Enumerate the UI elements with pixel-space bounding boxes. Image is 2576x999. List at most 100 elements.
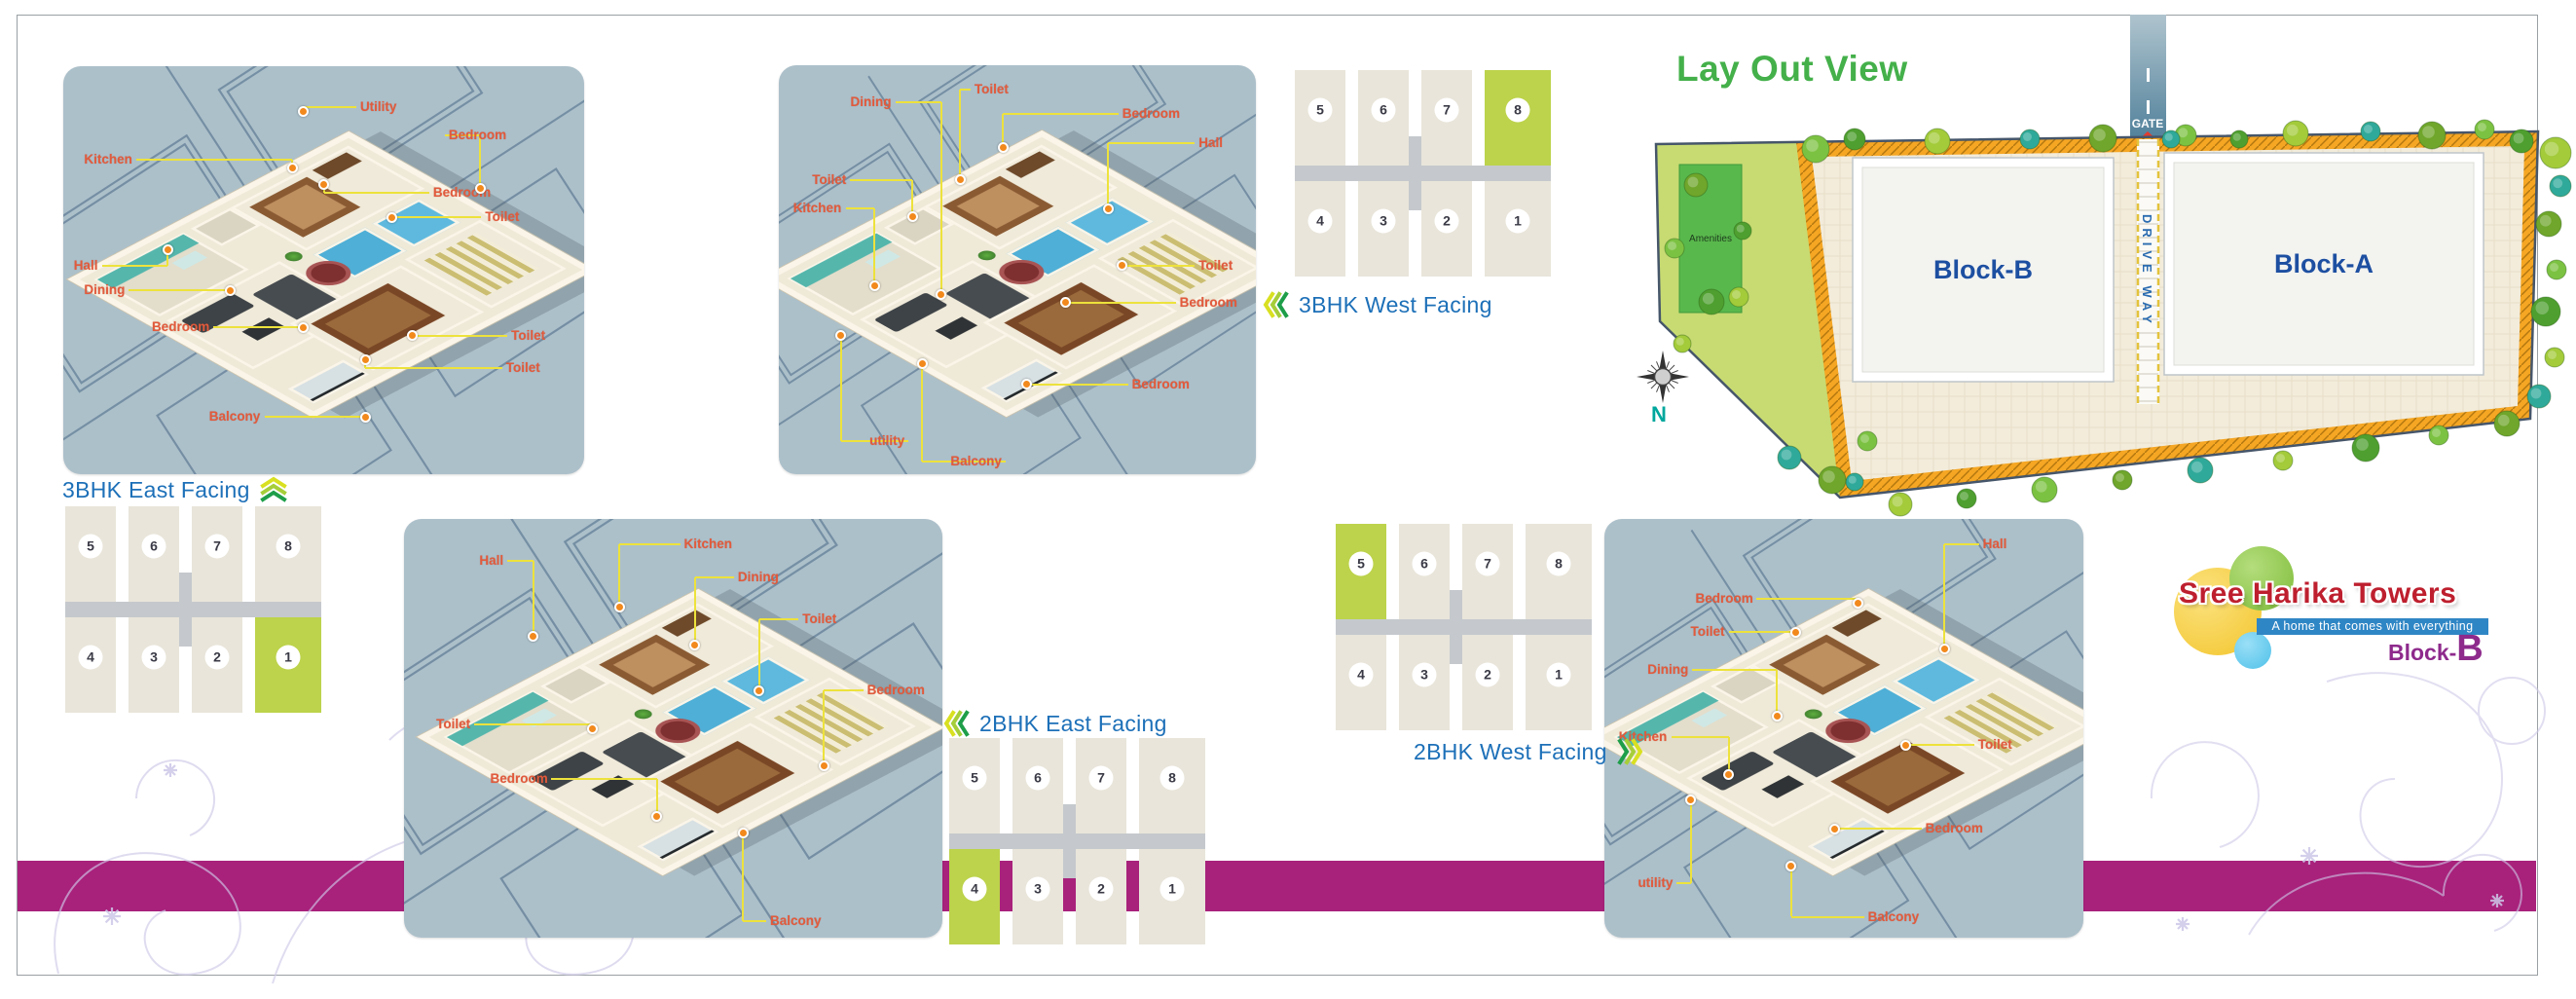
- leader-line: [1756, 597, 1858, 600]
- leader-line: [840, 440, 909, 443]
- unit-number: 8: [1505, 97, 1530, 123]
- room-label: Bedroom: [1122, 106, 1181, 122]
- room-label: Dining: [1647, 661, 1689, 677]
- leader-line: [742, 832, 745, 921]
- leader-line: [839, 335, 842, 442]
- tree-highlight: [2164, 132, 2173, 141]
- tree-highlight: [1892, 496, 1903, 507]
- leader-line: [323, 191, 429, 194]
- tree-highlight: [2497, 414, 2510, 426]
- tree-icon: [2549, 174, 2572, 198]
- room-shape: [630, 707, 655, 722]
- block-a-label: Block-A: [2274, 249, 2374, 278]
- unit-number: 6: [1412, 551, 1437, 576]
- leader-line: [757, 619, 760, 691]
- block-b: Block-B: [1852, 157, 2115, 383]
- callout-dot: [162, 244, 173, 256]
- leader-line: [895, 100, 941, 103]
- corridor-stub: [1408, 136, 1422, 166]
- room-label: Toilet: [974, 81, 1009, 96]
- tree-highlight: [2432, 428, 2441, 437]
- tree-highlight: [2535, 301, 2549, 314]
- callout-dot: [1102, 203, 1114, 214]
- unit-cell: 6: [1399, 524, 1450, 619]
- tree-icon: [1818, 465, 1847, 495]
- tree-icon: [2031, 476, 2058, 503]
- leader-line: [412, 334, 508, 337]
- caption-2bhk-west-facing: 2BHK West Facing: [1414, 736, 1643, 767]
- room-label: Hall: [73, 258, 98, 274]
- leader-line: [1943, 543, 1946, 649]
- unit-cell: 2: [192, 617, 242, 713]
- unit-cell: 3: [1012, 849, 1063, 944]
- tree-icon: [1683, 172, 1709, 198]
- room-label: Toilet: [802, 610, 837, 626]
- tree-icon: [1857, 430, 1878, 452]
- room-label: utility: [869, 433, 905, 449]
- unit-cell: 1: [1526, 635, 1592, 730]
- leader-line: [551, 777, 657, 780]
- block-a: Block-A: [2163, 152, 2484, 376]
- room-label: Toilet: [505, 359, 540, 375]
- callout-dot: [613, 601, 625, 612]
- leader-line: [444, 134, 480, 137]
- unit-cell: 8: [1526, 524, 1592, 619]
- room-label: Hall: [479, 552, 504, 568]
- leader-line: [1727, 736, 1730, 775]
- room-label: Toilet: [436, 716, 471, 731]
- tree-icon: [2417, 121, 2447, 150]
- unit-cell: 2: [1462, 635, 1513, 730]
- callout-dot: [868, 280, 880, 292]
- callout-dot: [754, 684, 765, 696]
- unit-cell: 4: [65, 617, 116, 713]
- callout-dot: [818, 760, 829, 772]
- corridor-stub: [1062, 849, 1077, 878]
- tree-highlight: [1848, 475, 1857, 484]
- unit-number: 8: [276, 534, 301, 559]
- unit-cell: 7: [1462, 524, 1513, 619]
- unit-number: 3: [1371, 208, 1396, 234]
- tree-icon: [2112, 469, 2133, 491]
- tree-highlight: [2530, 388, 2542, 399]
- callout-dot: [406, 330, 418, 342]
- tree-icon: [2530, 296, 2561, 327]
- unit-cell: 3: [129, 617, 179, 713]
- tree-icon: [1728, 286, 1749, 308]
- leader-line: [1003, 113, 1119, 116]
- tree-highlight: [2553, 178, 2563, 189]
- tree-highlight: [2232, 132, 2241, 141]
- tree-icon: [1664, 238, 1685, 259]
- leader-line: [845, 207, 874, 209]
- amenities-label: Amenities: [1689, 234, 1732, 244]
- tree-highlight: [1847, 131, 1858, 142]
- tree-icon: [2509, 129, 2534, 154]
- callout-dot: [1723, 768, 1735, 780]
- room-label: Kitchen: [792, 200, 842, 215]
- tree-icon: [2360, 121, 2381, 142]
- leader-line: [693, 577, 696, 645]
- logo-title: Sree Harika Towers: [2179, 577, 2457, 610]
- tree-icon: [2282, 120, 2309, 147]
- unit-number: 7: [1475, 551, 1500, 576]
- tree-icon: [2272, 450, 2294, 471]
- unit-number: 5: [962, 765, 987, 791]
- unit-number: 4: [1348, 662, 1374, 687]
- tree-highlight: [2093, 129, 2106, 141]
- callout-dot: [1685, 794, 1697, 805]
- room-label: utility: [1638, 874, 1674, 890]
- unit-number: 3: [1025, 876, 1050, 902]
- unit-number: 3: [1412, 662, 1437, 687]
- tree-icon: [2474, 119, 2495, 140]
- unit-number: 3: [141, 645, 166, 670]
- unit-number: 6: [1025, 765, 1050, 791]
- unit-number: 7: [204, 534, 230, 559]
- room-label: Toilet: [485, 208, 520, 224]
- callout-dot: [359, 411, 371, 423]
- unit-number: 8: [1159, 765, 1185, 791]
- callout-dot: [954, 174, 966, 186]
- unit-cell: 5: [1336, 524, 1386, 619]
- tree-highlight: [1702, 292, 1714, 305]
- leader-line: [479, 135, 481, 189]
- tree-icon: [1924, 128, 1951, 155]
- room-label: Bedroom: [1695, 590, 1753, 606]
